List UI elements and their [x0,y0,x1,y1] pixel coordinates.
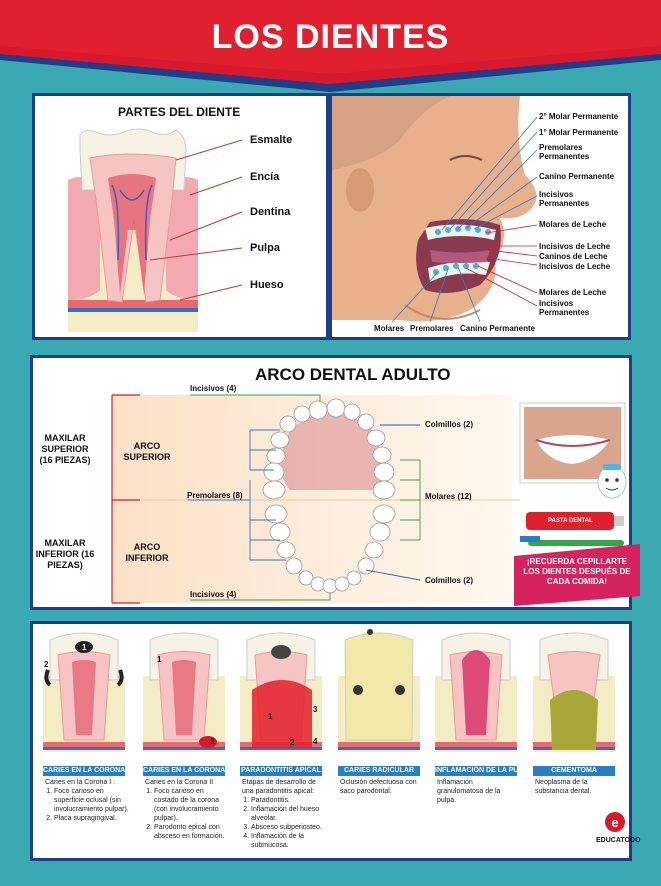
molares-label: Molares (12) [425,492,472,501]
nino-label-incisivos-leche-2: Incisivos de Leche [539,262,611,271]
nino-label-1-molar-perm: 1° Molar Permanente [539,128,619,137]
partes-title: PARTES DEL DIENTE [118,105,241,119]
premolares-label: Premolares (8) [187,491,243,500]
label-hueso: Hueso [250,279,284,291]
c3-marker-4: 4 [313,737,318,746]
incisivos-bottom-label: Incisivos (4) [190,590,237,599]
nino-label-incisivos-leche: Incisivos de Leche [539,242,611,251]
c2-marker-2: 2 [210,737,215,746]
nino-label-caninos-leche: Caninos de Leche [539,252,608,261]
nino-label-canino-permanente: Canino Permanente [460,324,536,333]
svg-text:e: e [611,815,618,830]
title-banner: LOS DIENTES [0,0,661,92]
c3-marker-1: 1 [268,712,273,721]
c1-marker-2: 2 [44,660,49,669]
maxilar-inferior-label: MAXILAR INFERIOR (16 PIEZAS) [35,538,95,570]
banner-shape [0,0,661,92]
nino-label-incisivos-perm-2: Incisivos Permanentes [539,299,590,317]
nino-label-incisivos-perm: Incisivos Permanentes [539,190,590,208]
cond-title-caries-radicular: CARIES RADICULAR [338,766,420,776]
nino-label-premolares: Premolares [410,324,454,333]
c3-marker-3: 3 [313,705,318,714]
cond-desc-caries-1: Caries en la Corona I : Foco carioso en … [45,778,129,823]
incisivos-top-label: Incisivos (4) [190,384,237,393]
cepillar-callout: ¡RECUERDA CEPILLARTE LOS DIENTES DESPUÉS… [523,557,631,586]
cond-title-inflamacion: INFLAMACIÓN DE LA PULPA [435,766,517,776]
label-esmalte: Esmalte [250,134,293,146]
nino-label-canino-perm: Canino Permanente [539,172,615,181]
label-encia: Encía [250,171,280,183]
arco-title: ARCO DENTAL ADULTO [255,365,451,384]
label-pulpa: Pulpa [250,242,280,254]
colmillos-bottom-label: Colmillos (2) [425,576,474,585]
conditions-panel [30,621,632,861]
arco-superior-label: ARCO SUPERIOR [123,441,171,462]
nino-label-premolares-perm: Premolares Permanentes [539,143,590,161]
c2-marker-1: 1 [157,655,162,664]
cond-title-paradontitis: PARADONTITIS APICAL [240,766,322,776]
brand-name: EDUCATODO [596,837,641,844]
arco-inferior-label: ARCO INFERIOR [125,542,169,563]
cond-title-cementoma: CEMENTOMA [533,766,615,776]
c3-marker-2: 2 [290,738,295,747]
cond-desc-caries-2: Caries en la Corona II Foco carioso en c… [145,778,229,841]
cond-title-caries-2: CARIES EN LA CORONA II [143,766,225,776]
nino-label-molares-leche-2: Molares de Leche [539,288,607,297]
cond-desc-inflamacion: Inflamación granulomatosa de la pulpa. [437,779,501,804]
nino-label-2-molar-perm: 2° Molar Permanente [539,112,619,121]
cond-desc-caries-radicular: Oclusión defectuosa con saco parodontal. [340,779,417,795]
maxilar-superior-label: MAXILAR SUPERIOR (16 PIEZAS) [39,433,91,465]
label-dentina: Dentina [250,206,291,218]
nino-label-molares: Molares [374,324,405,333]
nino-label-molares-leche: Molares de Leche [539,220,607,229]
pasta-dental-label: PASTA DENTAL [548,518,593,524]
colmillos-top-label: Colmillos (2) [425,420,474,429]
c1-marker-1: 1 [82,643,87,652]
cond-title-caries-1: CARIES EN LA CORONA I [43,766,125,776]
cond-desc-cementoma: Neoplasma de la substancia dental. [535,779,592,795]
cond-desc-paradontitis: Etapas de desarrollo de una paradontitis… [242,778,328,850]
page-title: LOS DIENTES [211,18,450,56]
